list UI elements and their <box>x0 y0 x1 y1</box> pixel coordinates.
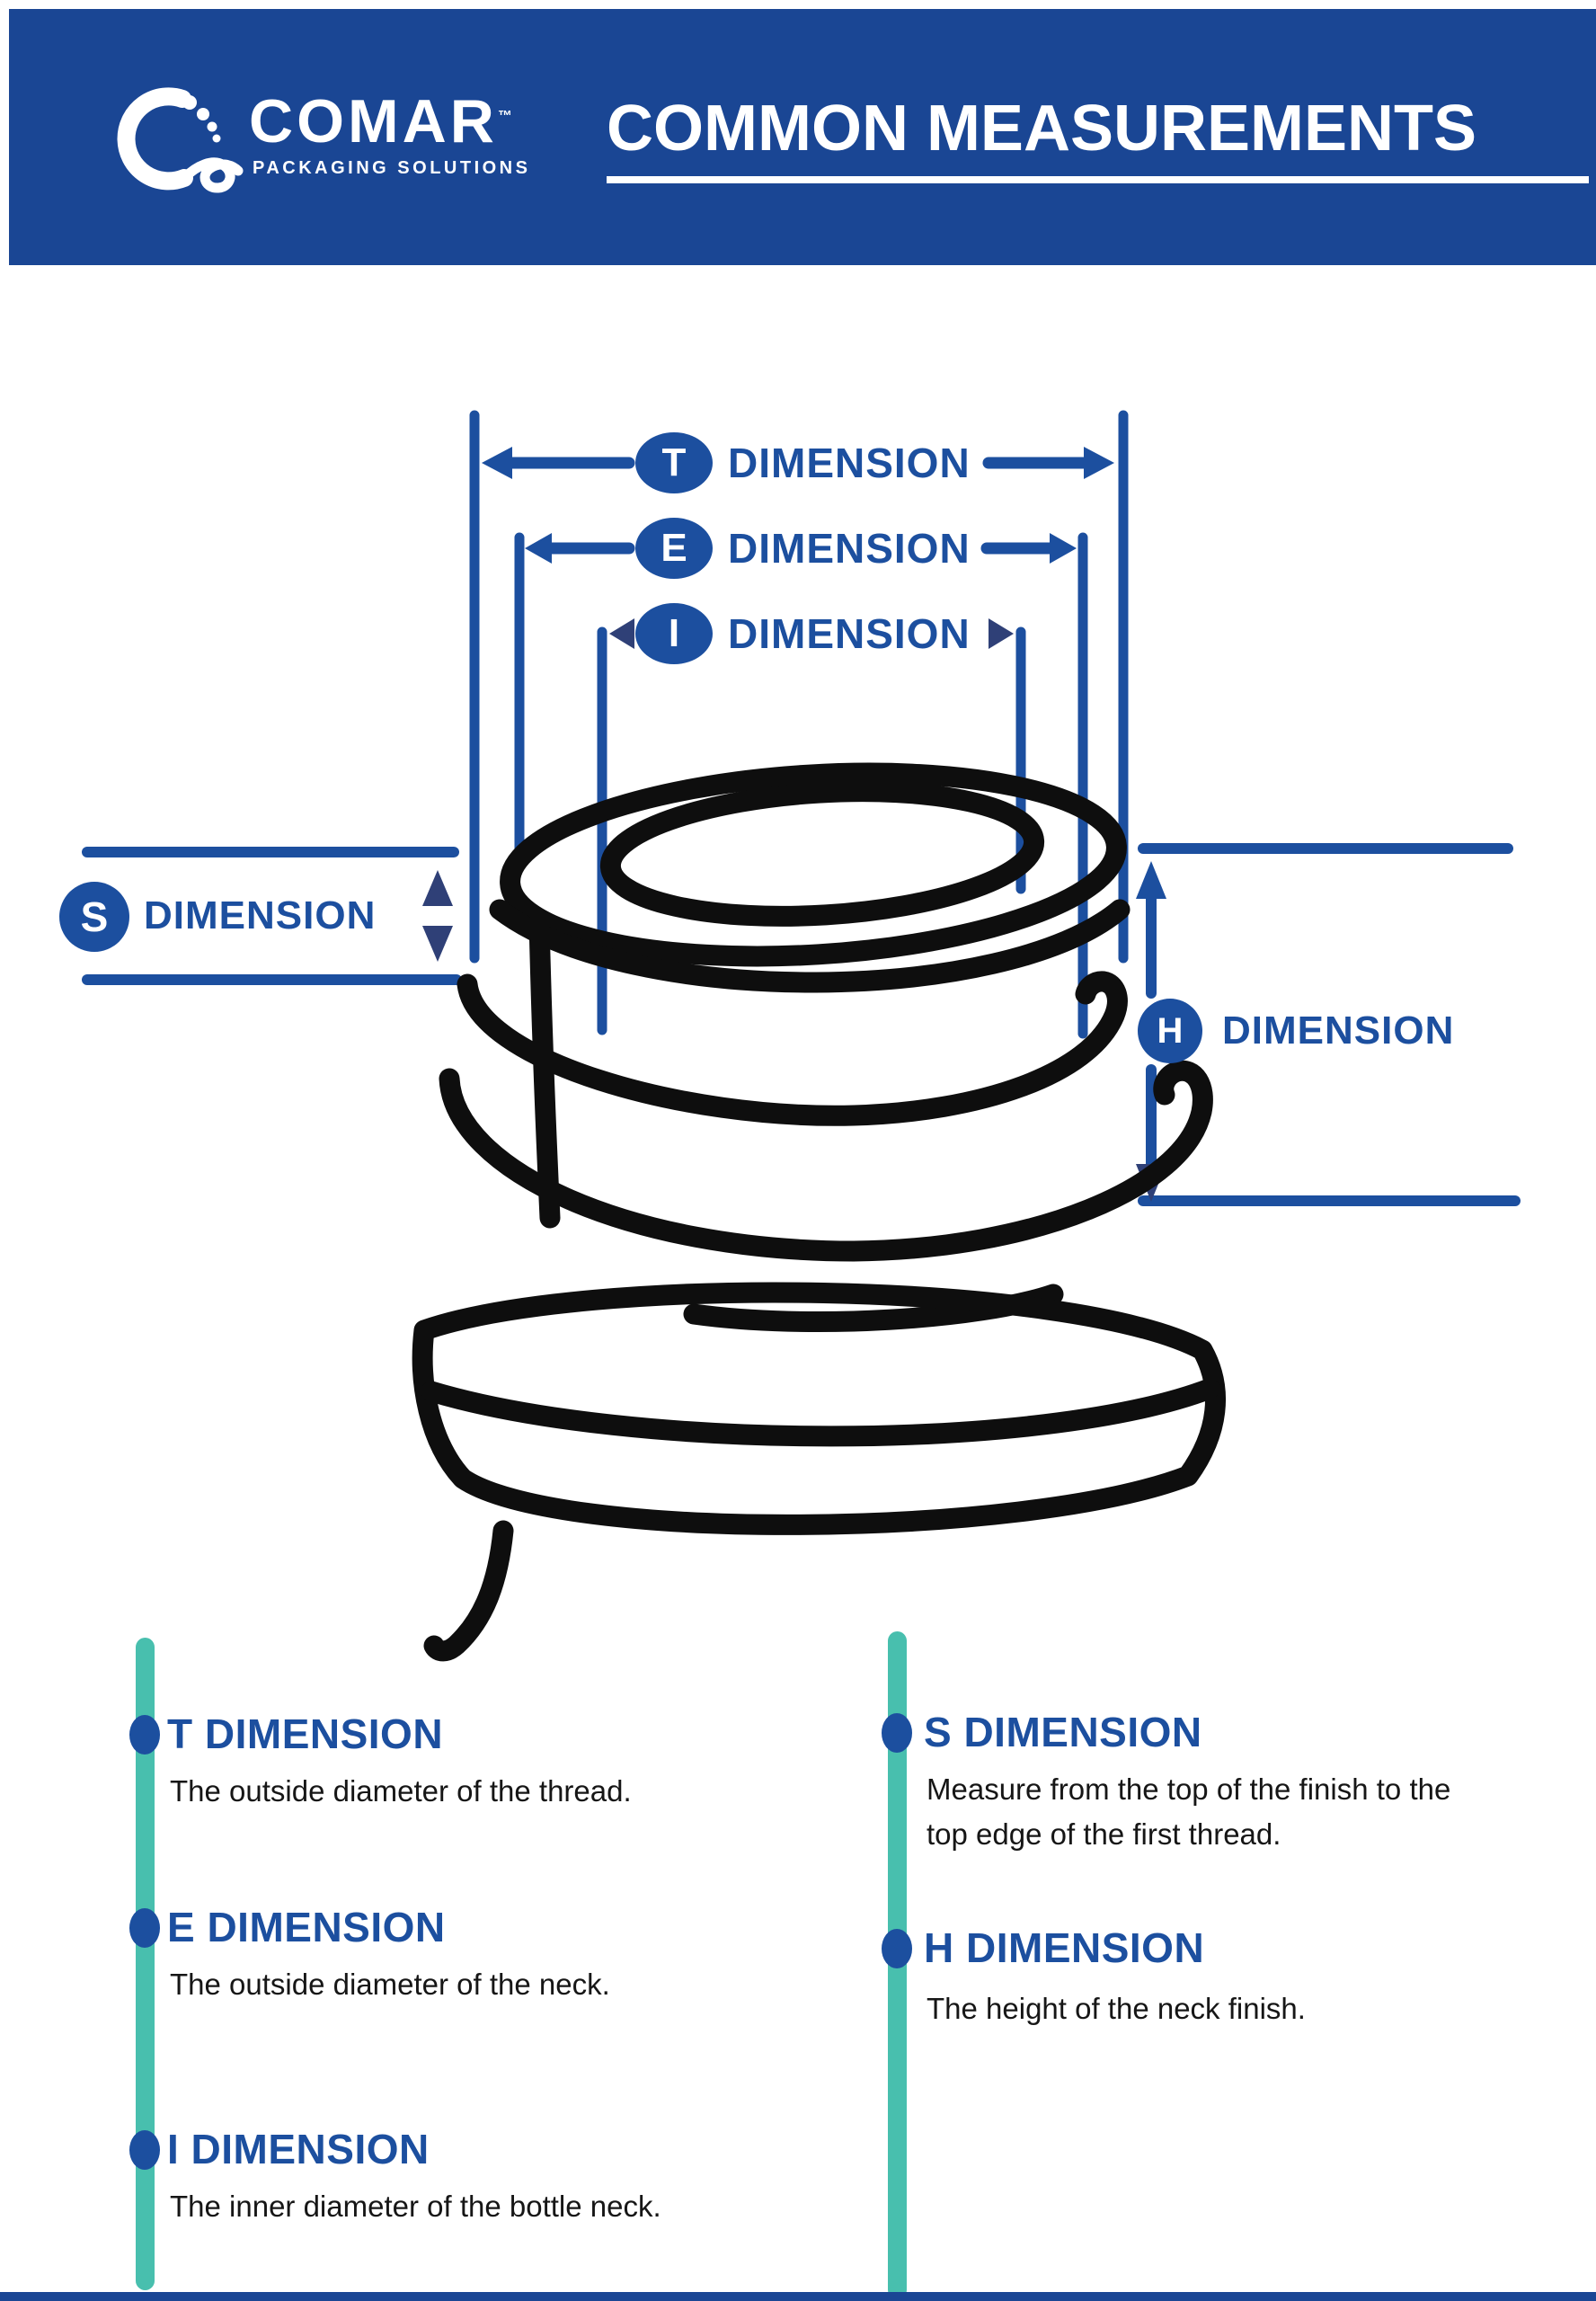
e-dimension-badge: E <box>635 518 713 579</box>
h-definition-bullet <box>882 1929 912 1968</box>
t-dimension-label: DIMENSION <box>728 440 971 486</box>
left-column-rule <box>136 1638 155 2290</box>
bottle-neck-drawing <box>412 762 1226 1662</box>
s-definition-term: S DIMENSION <box>924 1709 1202 1755</box>
thread-spiral-upper <box>457 971 1128 1126</box>
h-definition-description: The height of the neck finish. <box>927 1992 1306 2025</box>
h-arrowhead-up <box>1136 861 1166 899</box>
i-arrowhead-left <box>609 618 634 649</box>
neck-left-edge <box>528 911 561 1229</box>
title-underline <box>607 176 1589 183</box>
thread-spiral-lower <box>439 1060 1213 1262</box>
neck-outer-rim <box>500 762 1127 967</box>
s-dimension-label: DIMENSION <box>144 893 377 937</box>
s-dimension-badge: S <box>59 882 129 952</box>
comar-logo: COMAR™ PACKAGING SOLUTIONS <box>94 79 598 205</box>
t-definition-bullet <box>129 1715 160 1755</box>
i-arrowhead-right <box>989 618 1014 649</box>
s-definition-bullet <box>882 1713 912 1753</box>
e-definition-description: The outside diameter of the neck. <box>170 1968 610 2001</box>
header-bar: COMAR™ PACKAGING SOLUTIONS COMMON MEASUR… <box>9 9 1596 265</box>
footer-bar <box>0 2292 1596 2301</box>
flange-middle-band <box>421 1378 1220 1447</box>
e-definition-bullet <box>129 1908 160 1948</box>
h-dimension-label: DIMENSION <box>1222 1008 1455 1053</box>
h-definition-term: H DIMENSION <box>924 1924 1205 1971</box>
shoulder-hook <box>423 1520 514 1662</box>
brand-name: COMAR™ <box>249 87 512 155</box>
t-arrowhead-left <box>482 447 512 479</box>
t-definition-description: The outside diameter of the thread. <box>170 1774 632 1808</box>
t-arrowhead-right <box>1084 447 1114 479</box>
t-dimension-badge: T <box>635 432 713 493</box>
h-dimension-badge: H <box>1138 999 1202 1063</box>
s-definition-description: Measure from the top of the finish to th… <box>927 1772 1451 1852</box>
brand-tagline: PACKAGING SOLUTIONS <box>253 158 531 178</box>
page-title: COMMON MEASUREMENTS <box>607 93 1476 164</box>
i-dimension-badge: I <box>635 603 713 664</box>
support-flange <box>412 1282 1226 1535</box>
i-definition-bullet <box>129 2130 160 2170</box>
trademark-symbol: ™ <box>497 109 512 124</box>
t-definition-term: T DIMENSION <box>167 1710 444 1757</box>
i-definition-term: I DIMENSION <box>167 2126 430 2172</box>
comar-swirl-icon <box>117 87 244 193</box>
s-arrow-up <box>422 870 453 906</box>
s-arrow-down <box>422 926 453 962</box>
i-definition-description: The inner diameter of the bottle neck. <box>170 2190 661 2223</box>
e-arrowhead-right <box>1050 533 1077 564</box>
e-dimension-label: DIMENSION <box>728 525 971 572</box>
i-dimension-label: DIMENSION <box>728 610 971 657</box>
e-definition-term: E DIMENSION <box>167 1904 446 1950</box>
e-arrowhead-left <box>525 533 552 564</box>
rim-lip-curve <box>489 899 1130 993</box>
neck-bore-opening <box>599 781 1045 927</box>
